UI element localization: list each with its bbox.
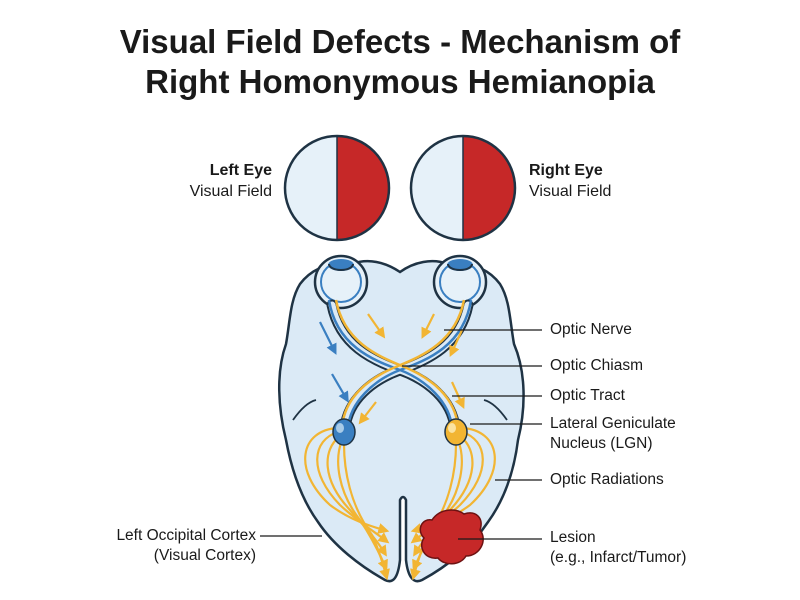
label-lesion: Lesion (e.g., Infarct/Tumor) — [550, 528, 686, 568]
lesion-blob — [419, 509, 484, 565]
label-lgn-line-2: Nucleus (LGN) — [550, 435, 653, 452]
label-lesion-line-2: (e.g., Infarct/Tumor) — [550, 549, 687, 566]
optic-radiations-left — [304, 426, 390, 581]
right-eye-subtitle: Visual Field — [529, 183, 612, 200]
label-optic-radiations: Optic Radiations — [550, 471, 664, 488]
right-eye-title: Right Eye — [529, 162, 603, 179]
label-lgn: Lateral Geniculate Nucleus (LGN) — [550, 414, 676, 454]
label-optic-nerve: Optic Nerve — [550, 321, 632, 338]
left-field-defect — [337, 136, 389, 240]
title-line-1: Visual Field Defects - Mechanism of — [119, 23, 681, 60]
label-optic-tract: Optic Tract — [550, 387, 625, 404]
leader-lines — [260, 329, 542, 540]
left-eye-label: Left Eye Visual Field — [150, 160, 272, 202]
left-eye-title: Left Eye — [209, 162, 272, 179]
label-lesion-line-1: Lesion — [550, 529, 596, 546]
right-lgn — [444, 418, 468, 446]
label-optic-chiasm: Optic Chiasm — [550, 357, 644, 374]
label-left-cortex-line-1: Left Occipital Cortex — [116, 527, 256, 544]
left-eye-visual-field — [283, 134, 391, 242]
eyeball-icon — [432, 254, 488, 310]
brain-sulcus-right — [483, 399, 508, 421]
eyeball-icon — [313, 254, 369, 310]
label-left-cortex-line-2: (Visual Cortex) — [153, 547, 256, 564]
left-lgn — [332, 418, 356, 446]
brain-outline — [278, 260, 525, 583]
right-field-defect — [463, 136, 515, 240]
pathway-arrows — [319, 313, 465, 425]
left-eye-subtitle: Visual Field — [189, 183, 272, 200]
label-left-occipital-cortex: Left Occipital Cortex (Visual Cortex) — [100, 526, 256, 566]
page-title: Visual Field Defects - Mechanism of Righ… — [0, 22, 800, 102]
right-eye-label: Right Eye Visual Field — [529, 160, 669, 202]
brain-sulcus-left — [292, 399, 317, 421]
label-lgn-line-1: Lateral Geniculate — [550, 415, 676, 432]
title-line-2: Right Homonymous Hemianopia — [145, 63, 655, 100]
optic-pathway — [326, 299, 474, 434]
right-eye-visual-field — [409, 134, 517, 242]
